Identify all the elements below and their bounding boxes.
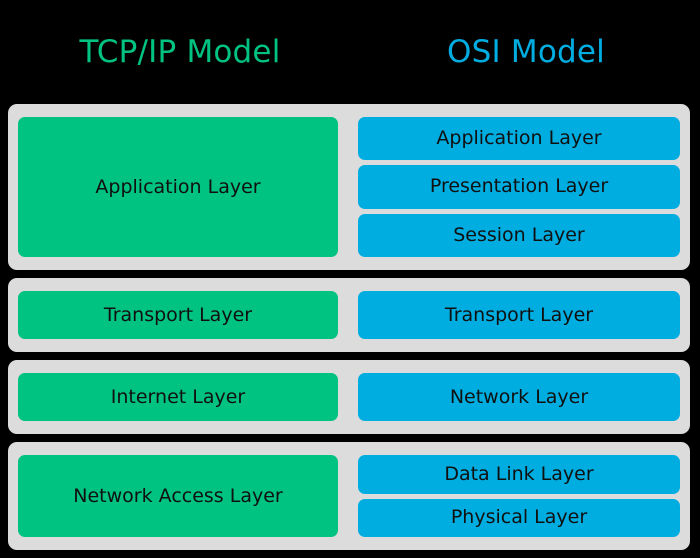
osi-column-row-1: Application Layer Presentation Layer Ses… [358, 117, 680, 257]
tcpip-layer-block[interactable]: Internet Layer [18, 373, 338, 421]
layer-row-transport: Transport Layer Transport Layer [8, 278, 690, 352]
osi-column-row-3: Network Layer [358, 373, 680, 421]
osi-layer-block[interactable]: Presentation Layer [358, 165, 680, 209]
osi-layer-block[interactable]: Session Layer [358, 213, 680, 257]
layer-row-network: Internet Layer Network Layer [8, 360, 690, 434]
layer-rows: Application Layer Application Layer Pres… [8, 104, 690, 558]
osi-layer-block[interactable]: Transport Layer [358, 291, 680, 339]
layer-row-application: Application Layer Application Layer Pres… [8, 104, 690, 270]
tcpip-column-row-3: Internet Layer [18, 373, 338, 421]
tcpip-layer-block[interactable]: Network Access Layer [18, 455, 338, 537]
tcpip-column-row-1: Application Layer [18, 117, 338, 257]
diagram-headers: TCP/IP Model OSI Model [0, 0, 700, 104]
tcpip-layer-block[interactable]: Transport Layer [18, 291, 338, 339]
osi-column-row-4: Data Link Layer Physical Layer [358, 455, 680, 537]
osi-column-row-2: Transport Layer [358, 291, 680, 339]
tcpip-layer-block[interactable]: Application Layer [18, 117, 338, 257]
osi-layer-block[interactable]: Network Layer [358, 373, 680, 421]
tcpip-column-row-4: Network Access Layer [18, 455, 338, 537]
layer-row-network-access: Network Access Layer Data Link Layer Phy… [8, 442, 690, 550]
osi-model-title: OSI Model [447, 33, 605, 70]
tcpip-model-title: TCP/IP Model [79, 33, 281, 70]
osi-layer-block[interactable]: Application Layer [358, 117, 680, 161]
tcpip-column-row-2: Transport Layer [18, 291, 338, 339]
osi-layer-block[interactable]: Data Link Layer [358, 455, 680, 494]
osi-layer-block[interactable]: Physical Layer [358, 498, 680, 537]
